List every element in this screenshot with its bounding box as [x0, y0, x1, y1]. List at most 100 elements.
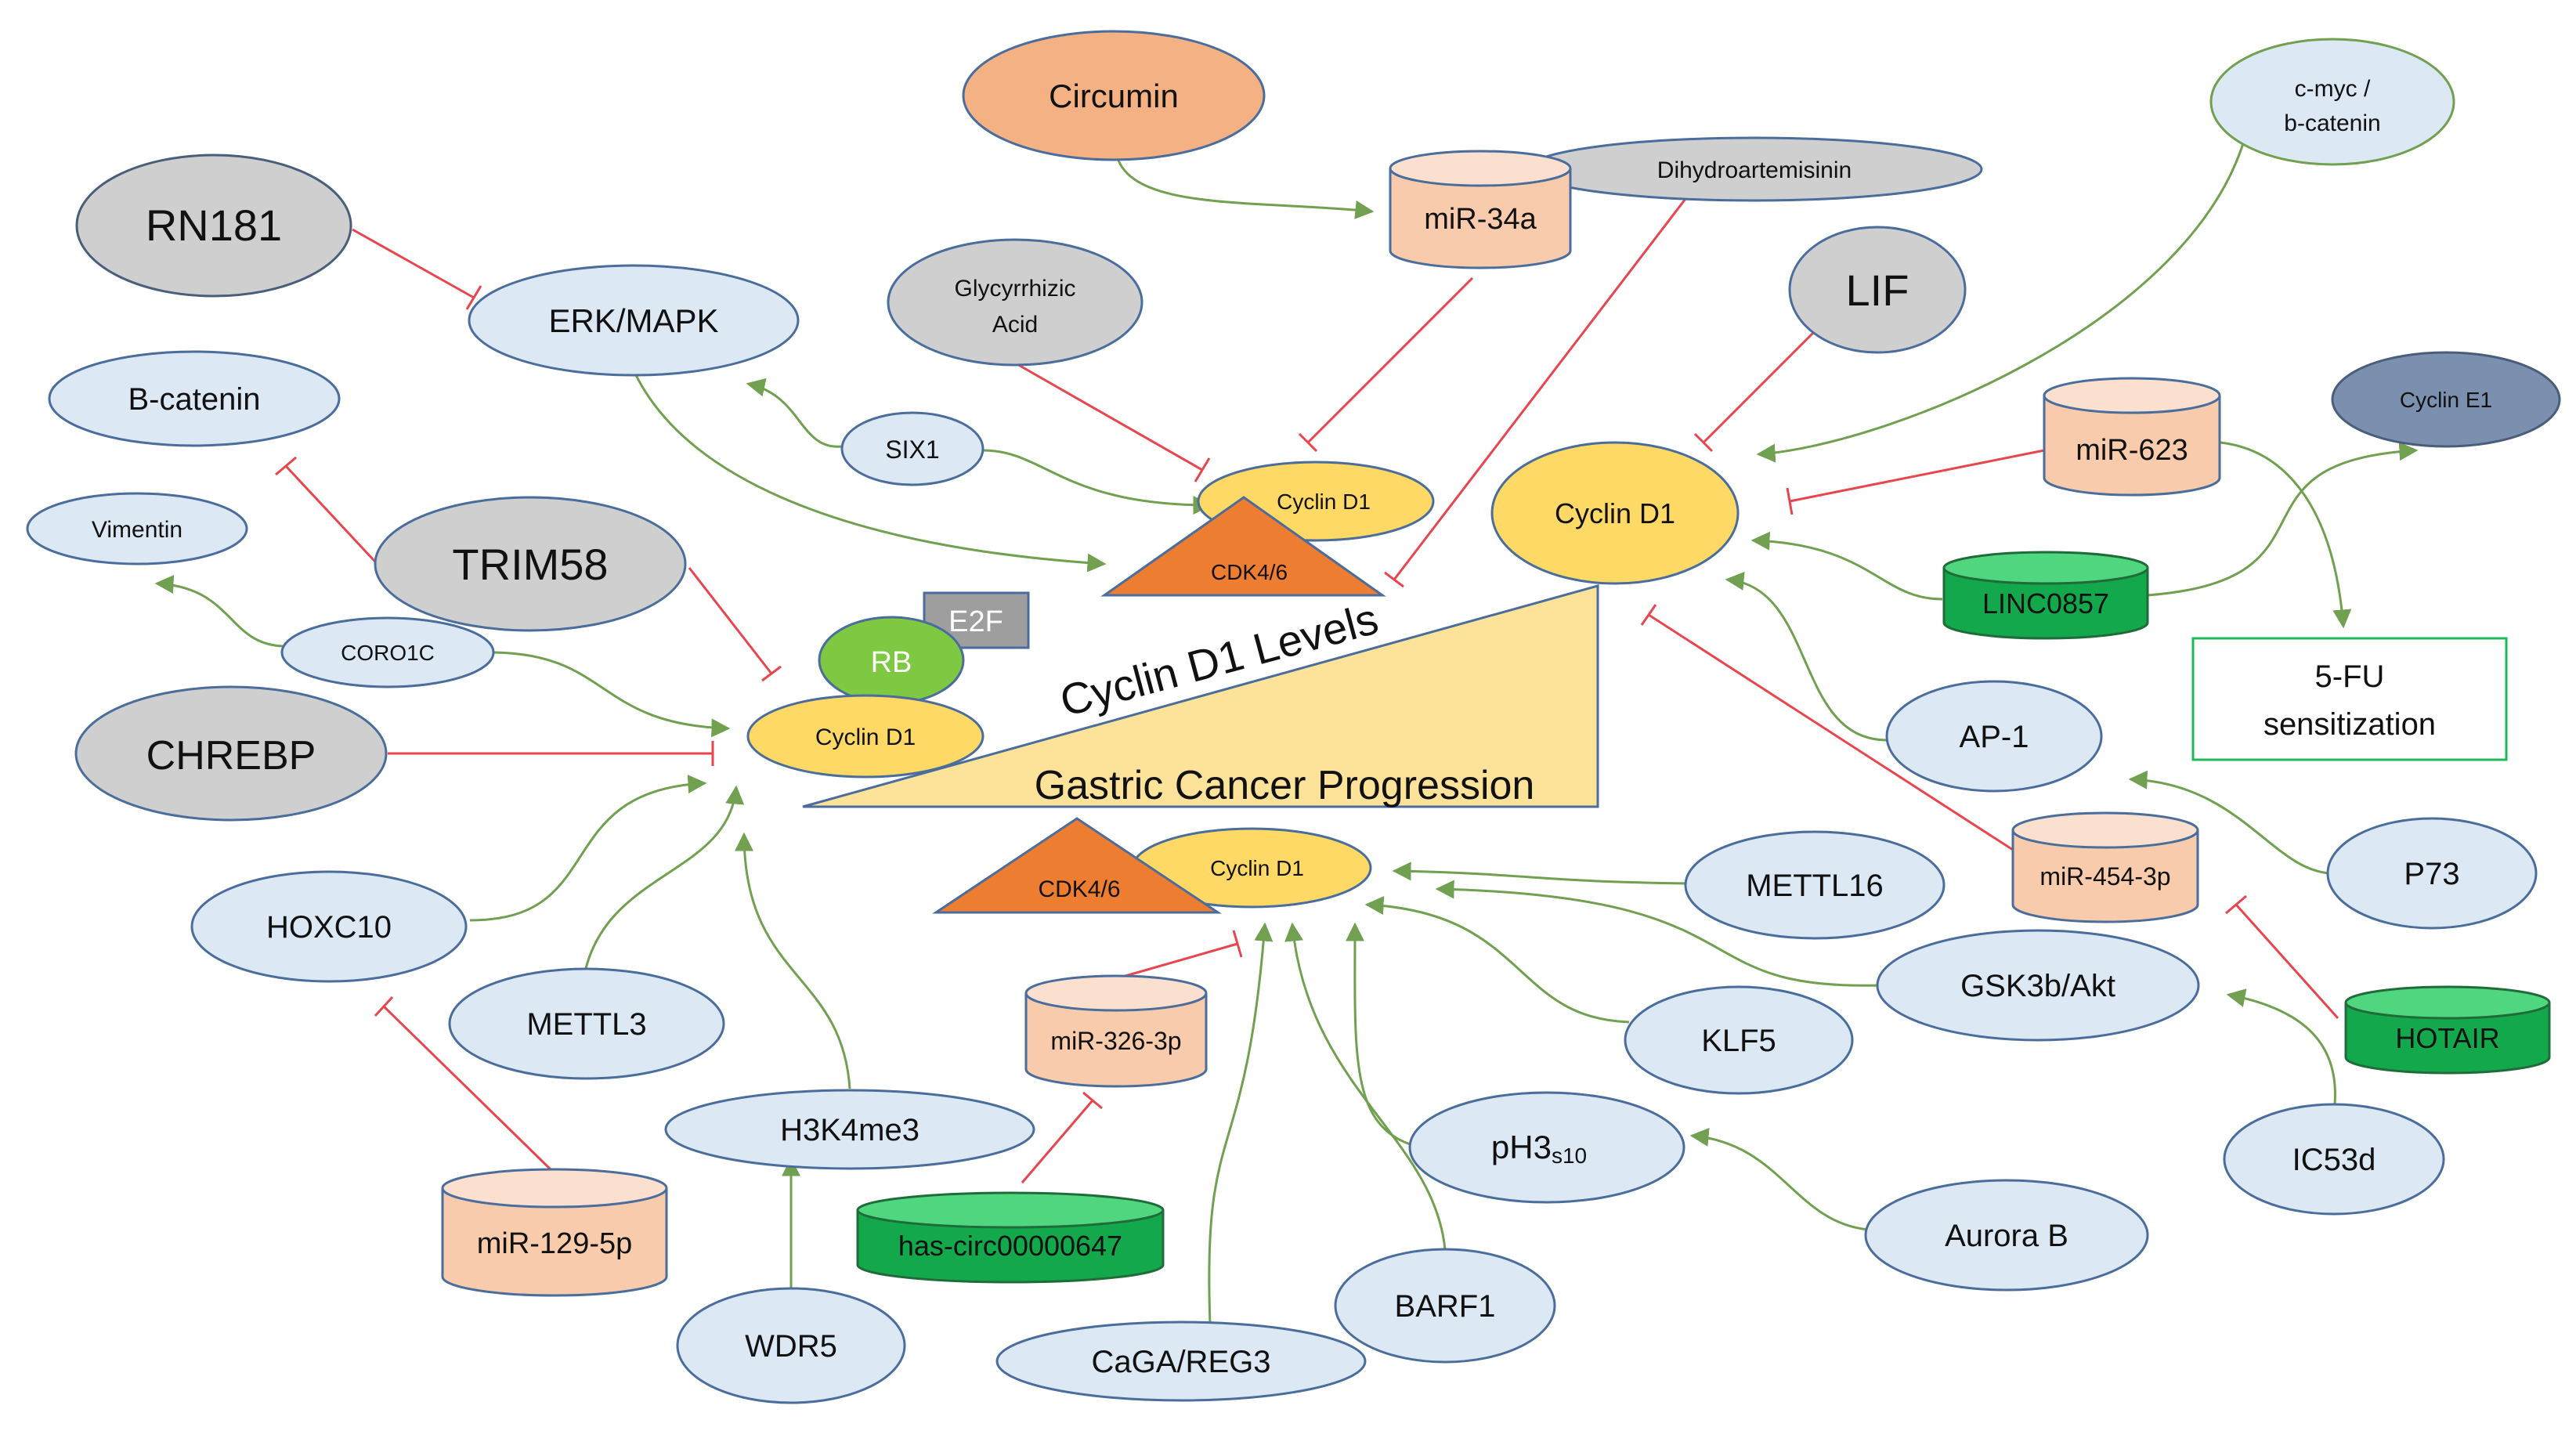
node-ph3s10	[1408, 1091, 1685, 1204]
edge-mettl3-cyclin-left	[582, 785, 745, 980]
mirna-mir-129-5p: miR-129-5p	[441, 1168, 668, 1297]
node-caga-reg3-label: CaGA/REG3	[1092, 1345, 1271, 1379]
node-gsk3b-akt-label: GSK3b/Akt	[1960, 969, 2115, 1003]
mirna-mir-623-label: miR-623	[2076, 434, 2188, 467]
edge-circ-mir326	[1021, 1091, 1103, 1183]
edge-mir623-5fu	[2220, 441, 2352, 629]
edge-six1-erk	[746, 378, 843, 448]
cyclin-d1-left-label: Cyclin D1	[815, 724, 916, 750]
mirna-mir-129-label: miR-129-5p	[477, 1227, 633, 1260]
node-wdr5	[676, 1287, 906, 1404]
node-ic53d-label: IC53d	[2292, 1143, 2376, 1177]
cyclin-cdk-complex-bottom: Cyclin D1 CDK4/6	[932, 817, 1372, 914]
node-trim58-label: TRIM58	[452, 540, 608, 589]
node-ap1-label: AP-1	[1960, 720, 2029, 754]
mirna-nodes: miR-34a miR-623 miR-454-3p miR-326-3p mi…	[441, 150, 2221, 1297]
node-cyclin-e1-label: Cyclin E1	[2400, 388, 2492, 412]
lnc-linc0857: LINC0857	[1942, 551, 2149, 640]
node-h3k4me3-label: H3K4me3	[780, 1113, 919, 1147]
node-mettl16	[1684, 830, 1946, 940]
node-cmyc-label-2: b-catenin	[2284, 110, 2380, 136]
edge-mir454-cyclin-main	[1640, 604, 2014, 851]
node-coro1c-label: CORO1C	[341, 641, 435, 665]
node-circumin-label: Circumin	[1049, 78, 1179, 114]
node-six1-label: SIX1	[885, 435, 939, 464]
node-hoxc10	[190, 870, 468, 983]
edge-linc-cyclin-main	[1750, 531, 1943, 601]
node-cmyc-bcatenin	[2209, 38, 2455, 166]
node-ic53d	[2223, 1103, 2445, 1216]
cyclin-cdk-complex-top: Cyclin D1 CDK4/6	[1100, 461, 1435, 597]
edge-lif-cyclin-main	[1693, 327, 1819, 453]
central-figure: Cyclin D1 Levels Gastric Cancer Progress…	[746, 441, 1740, 914]
edge-dihydro-cdk46	[1384, 195, 1689, 588]
node-mettl3-label: METTL3	[526, 1007, 646, 1042]
node-coro1c	[280, 616, 495, 688]
mirna-mir-326-label: miR-326-3p	[1050, 1027, 1181, 1055]
edge-linc-cycline1	[2147, 442, 2419, 597]
edge-erk-cdk46	[633, 371, 1107, 573]
circ-has-circ00000647: has-circ00000647	[856, 1191, 1165, 1284]
cyclin-d1-main-label: Cyclin D1	[1555, 497, 1675, 529]
rb-label: RB	[871, 646, 912, 679]
edge-klf5-cyclin-bottom	[1364, 896, 1630, 1024]
edge-caga-cyclin-bottom	[1208, 922, 1274, 1324]
node-rn181	[75, 154, 352, 298]
connectors	[154, 140, 2419, 1324]
node-p73-label: P73	[2404, 857, 2459, 891]
node-mettl3	[448, 967, 725, 1080]
mirna-mir-454-label: miR-454-3p	[2039, 862, 2170, 891]
lnc-hotair-label: HOTAIR	[2395, 1022, 2499, 1054]
edge-glycyrrhizic-cyclin-top	[1010, 359, 1211, 482]
node-klf5	[1624, 985, 1854, 1095]
node-wdr5-label: WDR5	[745, 1329, 837, 1364]
node-p73	[2326, 817, 2538, 930]
node-ph3-subscript: s10	[1552, 1144, 1587, 1168]
lnc-linc0857-label: LINC0857	[1982, 587, 2109, 620]
node-dihydroartemisinin-label: Dihydroartemisinin	[1657, 157, 1852, 183]
edge-hotair-mir454	[2225, 894, 2339, 1020]
mirna-mir-623: miR-623	[2043, 377, 2221, 497]
edge-coro1c-cyclin-left	[493, 651, 731, 738]
edge-mir326-cyclin-bottom	[1119, 930, 1243, 979]
edge-trim58-cyclin-left	[688, 567, 782, 682]
lnc-hotair: HOTAIR	[2344, 985, 2551, 1075]
mirna-mir-326-3p: miR-326-3p	[1024, 974, 1208, 1088]
node-barf1	[1334, 1248, 1556, 1364]
cyclin-d1-bottom-label: Cyclin D1	[1210, 856, 1304, 880]
node-barf1-label: BARF1	[1395, 1289, 1496, 1324]
node-trim58	[374, 496, 687, 632]
edge-aurorab-ph3	[1689, 1127, 1869, 1231]
e2f-label: E2F	[948, 605, 1003, 638]
node-b-catenin-label: B-catenin	[128, 382, 261, 417]
edge-chrebp-cyclin-left	[388, 741, 714, 766]
node-aurora-b-label: Aurora B	[1945, 1219, 2068, 1253]
node-ph3s10-text: pH3s10	[1491, 1129, 1587, 1168]
node-rn181-label: RN181	[146, 201, 282, 250]
outcome-5fu-box: 5-FU sensitization	[2191, 637, 2508, 761]
cyclin-d1-main	[1490, 441, 1740, 585]
noncoding-rna-nodes: LINC0857 HOTAIR has-circ00000647	[856, 551, 2551, 1284]
edge-mir623-cyclin-main	[1786, 449, 2045, 515]
edge-mir129-hoxc10	[374, 995, 554, 1172]
mirna-mir-34a-label: miR-34a	[1424, 203, 1537, 236]
node-h3k4me3	[664, 1089, 1035, 1170]
circ-label: has-circ00000647	[898, 1230, 1122, 1262]
edge-cmyc-cyclin-main	[1756, 140, 2245, 463]
node-circumin	[962, 30, 1266, 161]
edge-circumin-mir34a	[1115, 152, 1375, 219]
node-gsk3b-akt	[1876, 929, 2200, 1042]
mirna-mir-454-3p: miR-454-3p	[2011, 811, 2199, 923]
node-ap1	[1885, 680, 2103, 793]
regulator-nodes: Circumin Dihydroartemisinin RN181 Glycyr…	[26, 30, 2561, 1404]
outcome-5fu-label-2: sensitization	[2263, 707, 2436, 742]
gastric-cancer-progression-label: Gastric Cancer Progression	[1035, 763, 1535, 808]
rb-e2f-complex: E2F RB Cyclin D1	[746, 591, 1030, 779]
node-six1	[840, 411, 985, 486]
node-aurora-b	[1864, 1179, 2149, 1292]
node-hoxc10-label: HOXC10	[266, 910, 392, 945]
node-glycyrrhizic-acid	[887, 238, 1143, 367]
node-vimentin-label: Vimentin	[92, 517, 182, 543]
node-ph3-label: pH3	[1491, 1129, 1552, 1165]
edge-gsk-cyclin-bottom	[1435, 880, 1881, 987]
